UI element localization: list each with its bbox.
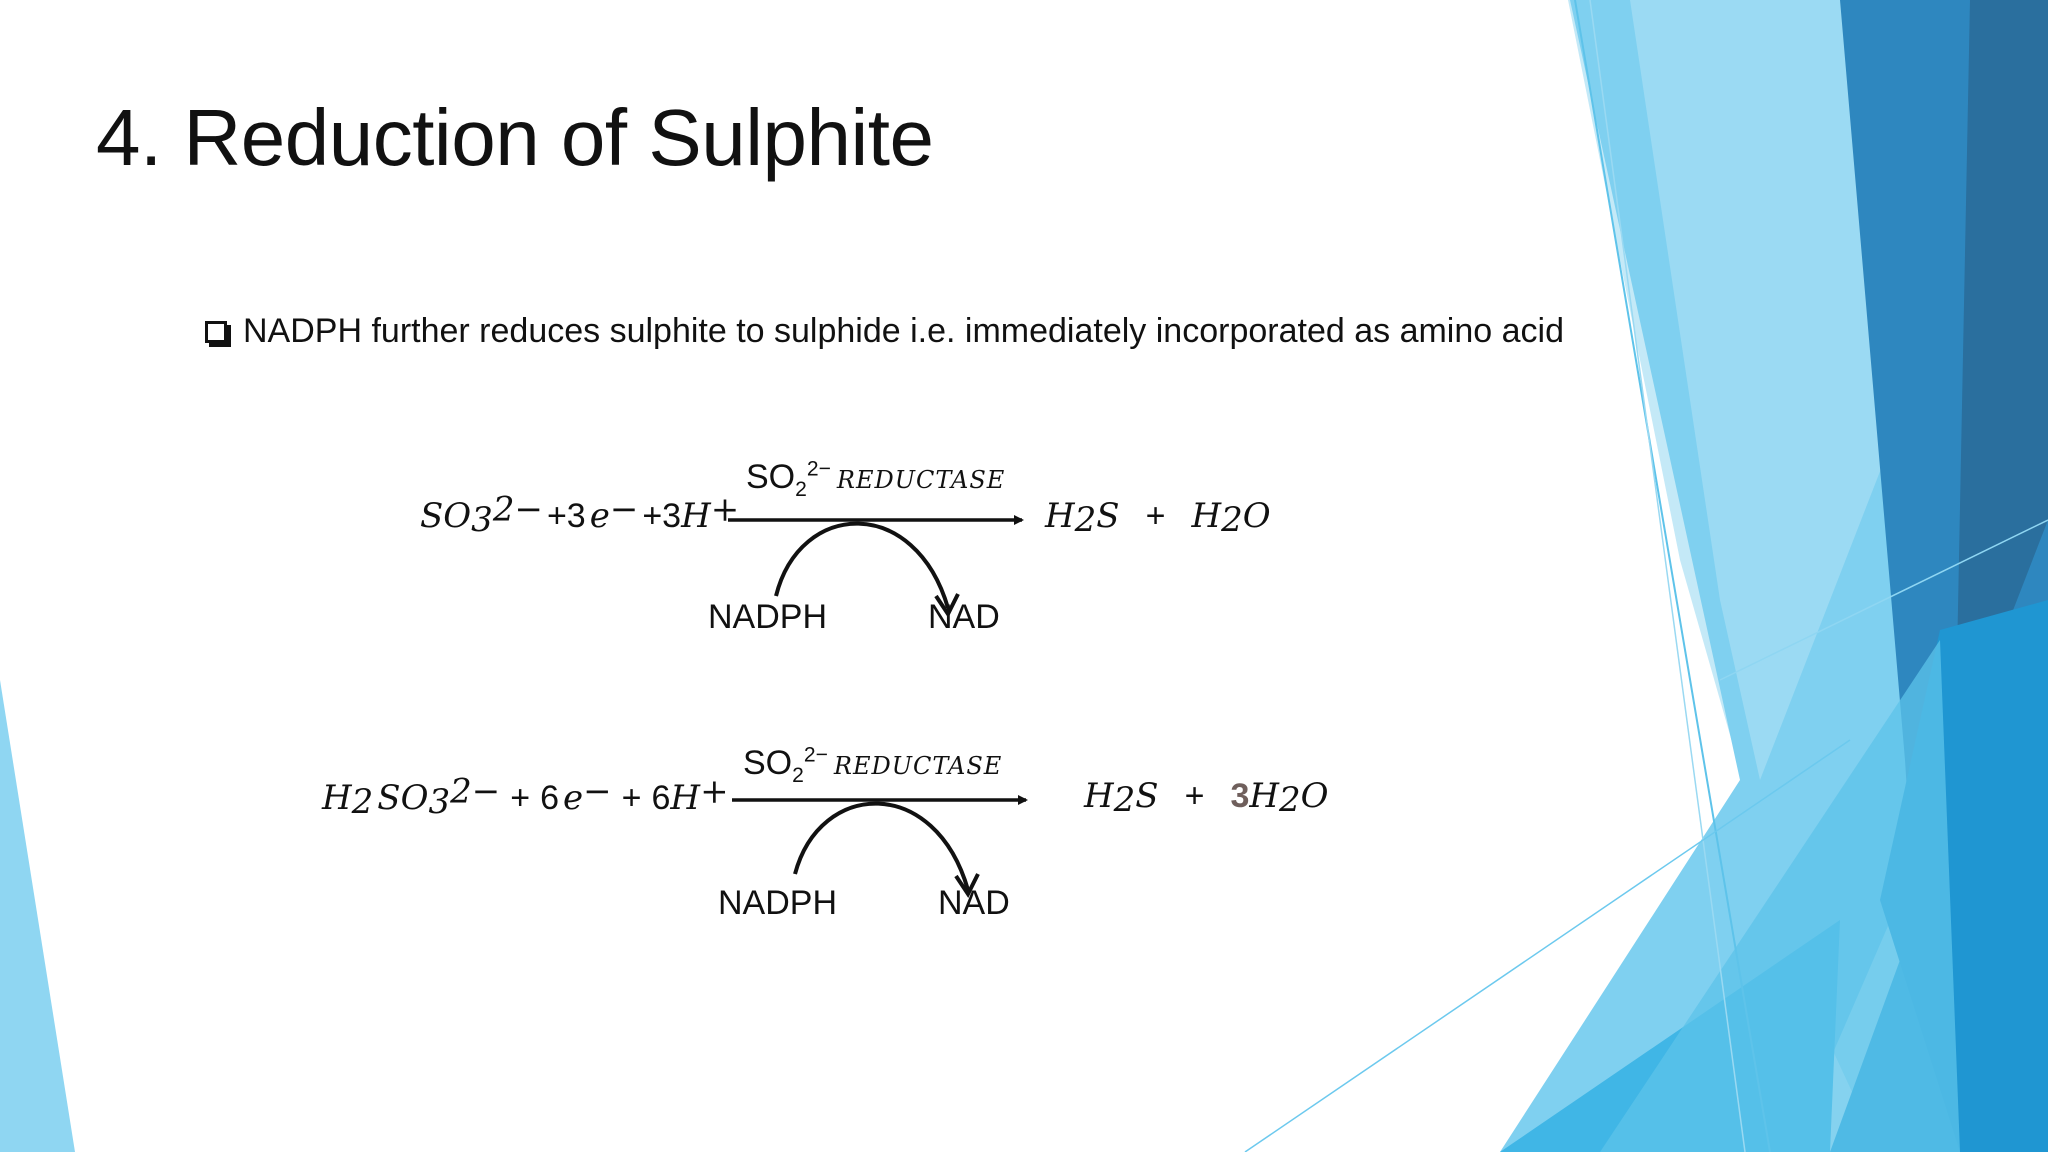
reaction-2-enzyme-label: SO22−REDUCTASE <box>743 743 1003 787</box>
reaction-2-cofactor-nad: NAD <box>938 884 1010 922</box>
deco-line-4 <box>1719 519 2048 681</box>
deco-line-2 <box>1589 0 1746 1152</box>
reaction-1-arc-head-icon <box>934 593 960 618</box>
right-accent-overlay <box>1600 640 1960 1152</box>
bullet-item: NADPH further reduces sulphite to sulphi… <box>205 312 1564 351</box>
reaction-1-cofactor-nad: NAD <box>928 598 1000 636</box>
reaction-2-arc-head-icon <box>954 873 980 898</box>
bullet-text: NADPH further reduces sulphite to sulphi… <box>243 312 1564 350</box>
left-accent-shape <box>0 680 75 1152</box>
reaction-2-cofactor-nadph: NADPH <box>718 884 838 922</box>
reaction-2-products: H2S + 3H2O <box>1084 776 1329 821</box>
water-coefficient: 3 <box>1230 777 1250 815</box>
reaction-2-reactants: H2 SO32− + 6 e− + 6H+ <box>322 771 729 823</box>
reaction-1-reactants: SO32− +3 e− +3H+ <box>420 489 740 541</box>
reaction-1-enzyme-label: SO22−REDUCTASE <box>746 457 1006 501</box>
right-accent-light-2 <box>1630 0 1900 780</box>
reaction-2-cofactor-arc <box>793 801 970 891</box>
deco-line-1 <box>1574 0 1771 1152</box>
right-accent-darkest <box>1955 0 2048 760</box>
reaction-1-cofactor-arc <box>774 521 950 609</box>
checkbox-bullet-icon <box>205 320 227 343</box>
slide-title: 4. Reduction of Sulphite <box>96 93 934 182</box>
reaction-1-products: H2S + H2O <box>1045 496 1271 541</box>
deco-line-3 <box>1244 739 1851 1152</box>
reaction-1-cofactor-nadph: NADPH <box>708 598 828 636</box>
